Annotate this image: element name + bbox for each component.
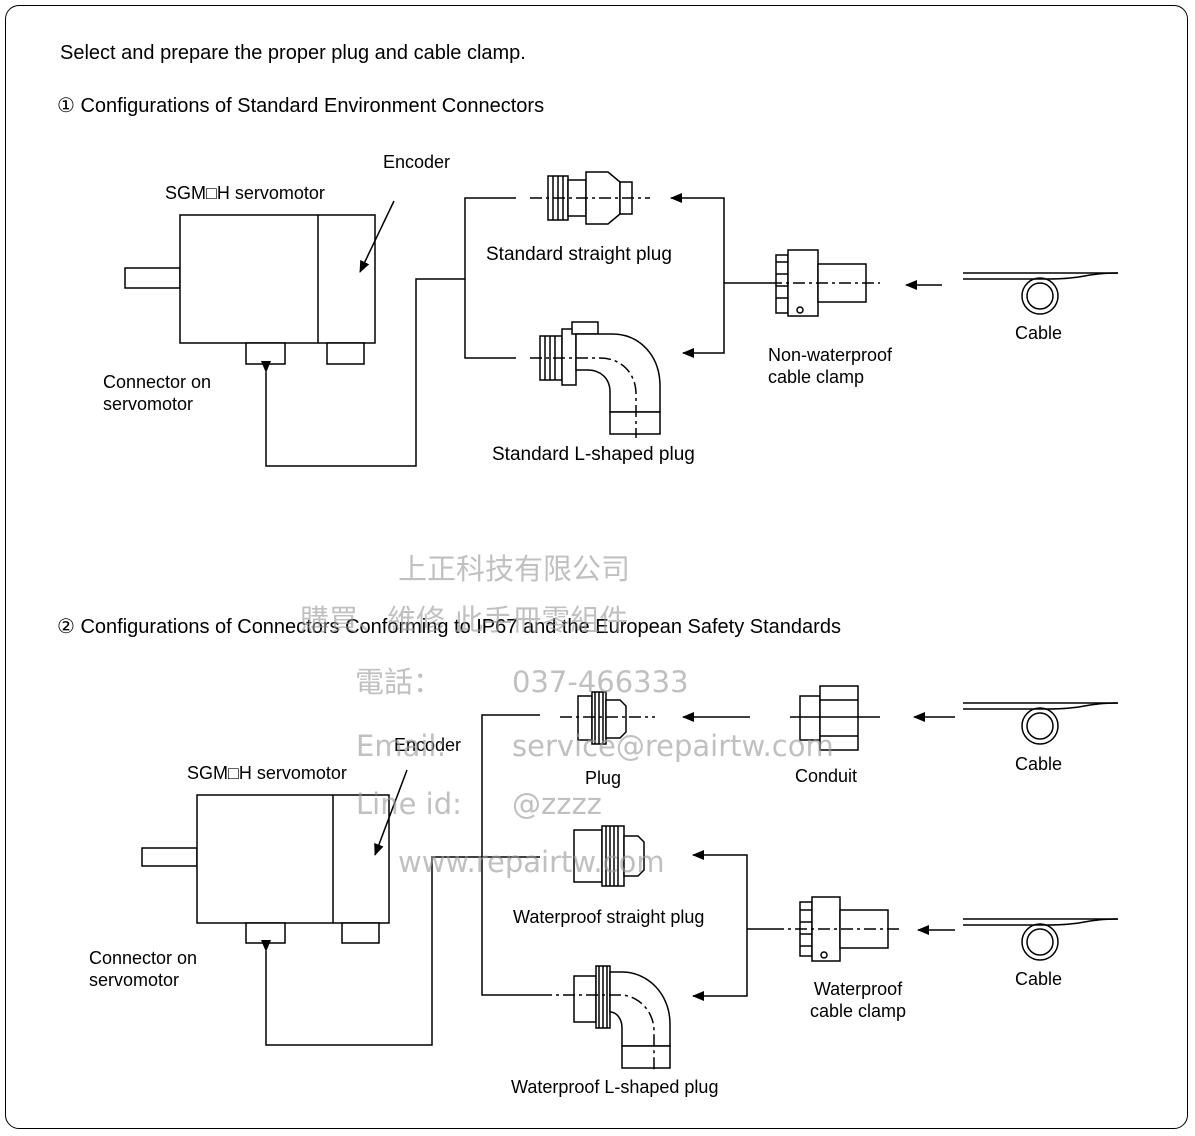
s2-servomotor <box>141 794 390 944</box>
section2-heading: ② Configurations of Connectors Conformin… <box>57 616 841 638</box>
s2-plug-label: Plug <box>585 768 622 788</box>
s1-cable-drawing <box>963 272 1119 315</box>
s1-clamp-label: Non-waterproof cable clamp <box>768 345 893 387</box>
s1-straight-plug-label: Standard straight plug <box>486 244 672 265</box>
s2-cable-clamp-drawing <box>772 896 900 962</box>
s2-cable-bottom-label: Cable <box>1015 969 1063 989</box>
s1-cable-clamp-drawing <box>770 249 880 317</box>
s1-servomotor <box>124 214 376 365</box>
s1-straight-plug-drawing <box>530 171 650 225</box>
s2-clamp-label: Waterproof cable clamp <box>810 979 907 1021</box>
s1-cable-label: Cable <box>1015 323 1063 343</box>
s2-cable-top-drawing <box>963 702 1119 745</box>
s2-wire-to-connector <box>261 856 482 1046</box>
s2-l-plug-label: Waterproof L-shaped plug <box>511 1077 719 1097</box>
watermark-email: service@repairtw.com <box>512 729 834 763</box>
s1-wire-to-connector <box>261 278 465 467</box>
s1-l-plug-label: Standard L-shaped plug <box>492 444 695 465</box>
watermark-email-label: Email: <box>356 729 447 763</box>
watermark-phone-label: 電話： <box>355 665 443 699</box>
watermark-company: 上正科技有限公司 <box>398 552 631 586</box>
s1-plug-bracket <box>464 197 516 359</box>
watermark-line: @zzzz <box>512 787 602 821</box>
s2-wire-straight-plug <box>692 850 772 930</box>
s1-l-plug-drawing <box>530 321 661 438</box>
watermark-website: www.repairtw.com <box>398 845 665 879</box>
watermark-phone: 037-466333 <box>512 665 689 699</box>
s2-wire-l-plug <box>692 929 748 1001</box>
s1-connector-label: Connector on servomotor <box>103 372 212 414</box>
s2-l-plug-drawing <box>540 965 671 1071</box>
s2-motor-label: SGM□H servomotor <box>187 763 347 783</box>
s2-plug-bracket <box>481 714 540 996</box>
s2-encoder-pointer <box>374 769 408 856</box>
s2-plug-drawing <box>560 691 655 745</box>
page-frame <box>5 5 1188 1129</box>
s2-conduit-drawing <box>790 685 880 751</box>
s1-wire-l-plug <box>682 282 726 358</box>
s2-conduit-label: Conduit <box>795 766 858 786</box>
s1-motor-label: SGM□H servomotor <box>165 183 325 203</box>
watermark-line-label: Line id: <box>356 787 462 821</box>
s2-cable-top-label: Cable <box>1015 754 1063 774</box>
s2-cable-bottom-drawing <box>963 918 1119 961</box>
s1-encoder-pointer <box>359 200 395 273</box>
section1-heading: ① Configurations of Standard Environment… <box>57 95 545 117</box>
s2-connector-label: Connector on servomotor <box>89 948 198 990</box>
s2-straight-plug-label: Waterproof straight plug <box>513 907 705 927</box>
watermark-services: 購買、維修 此手冊零組件 <box>300 603 629 637</box>
s2-straight-plug-drawing <box>573 825 645 887</box>
intro-text: Select and prepare the proper plug and c… <box>60 42 526 64</box>
s1-wire-straight-plug <box>670 193 725 283</box>
s2-encoder-label: Encoder <box>394 735 462 755</box>
s1-encoder-label: Encoder <box>383 152 451 172</box>
